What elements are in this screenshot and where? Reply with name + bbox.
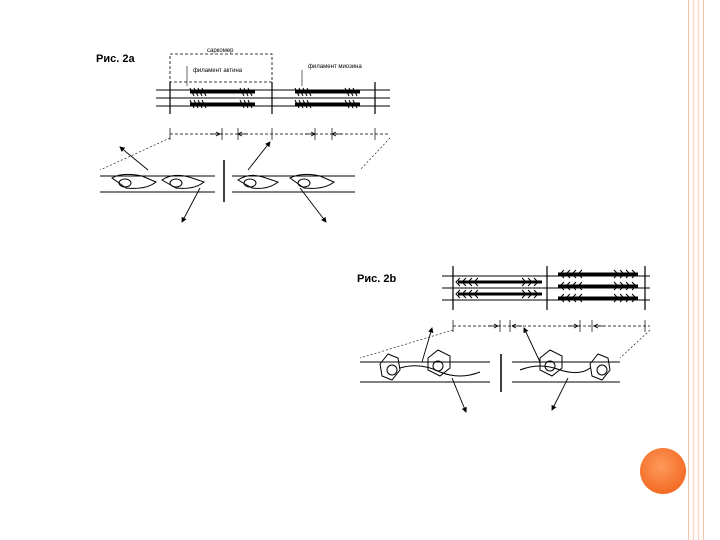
- force-arrows-a: [119, 141, 327, 223]
- crossbridge-closeup-b: [360, 349, 620, 392]
- figure-2b-svg: Рис. 2b: [357, 266, 651, 413]
- figure-2a-svg: Рис. 2a саркомер филамент актина филамен…: [96, 48, 391, 223]
- myosin-label: филамент миозина: [308, 64, 362, 70]
- zoom-lines-b: [359, 329, 651, 359]
- accent-dot: [640, 448, 686, 494]
- actin-label: филамент актина: [193, 68, 243, 74]
- dimension-line-b: [452, 320, 650, 332]
- sarcomere-structure-a: [156, 82, 390, 114]
- figure-2a-label: Рис. 2a: [96, 53, 135, 65]
- slide-frame-right: [688, 0, 704, 540]
- sarcomere-structure-b: [442, 266, 650, 310]
- sarcomere-label: саркомер: [207, 48, 234, 54]
- zoom-lines-a: [99, 137, 391, 171]
- crossbridge-closeup-a: [100, 160, 355, 202]
- dimension-line-a: [169, 128, 390, 140]
- figure-2b: Рис. 2b: [350, 258, 660, 418]
- force-arrows-b: [421, 327, 569, 413]
- figure-2a: Рис. 2a саркомер филамент актина филамен…: [90, 42, 400, 232]
- figure-2b-label: Рис. 2b: [357, 273, 396, 285]
- sarcomere-bracket: [169, 53, 273, 83]
